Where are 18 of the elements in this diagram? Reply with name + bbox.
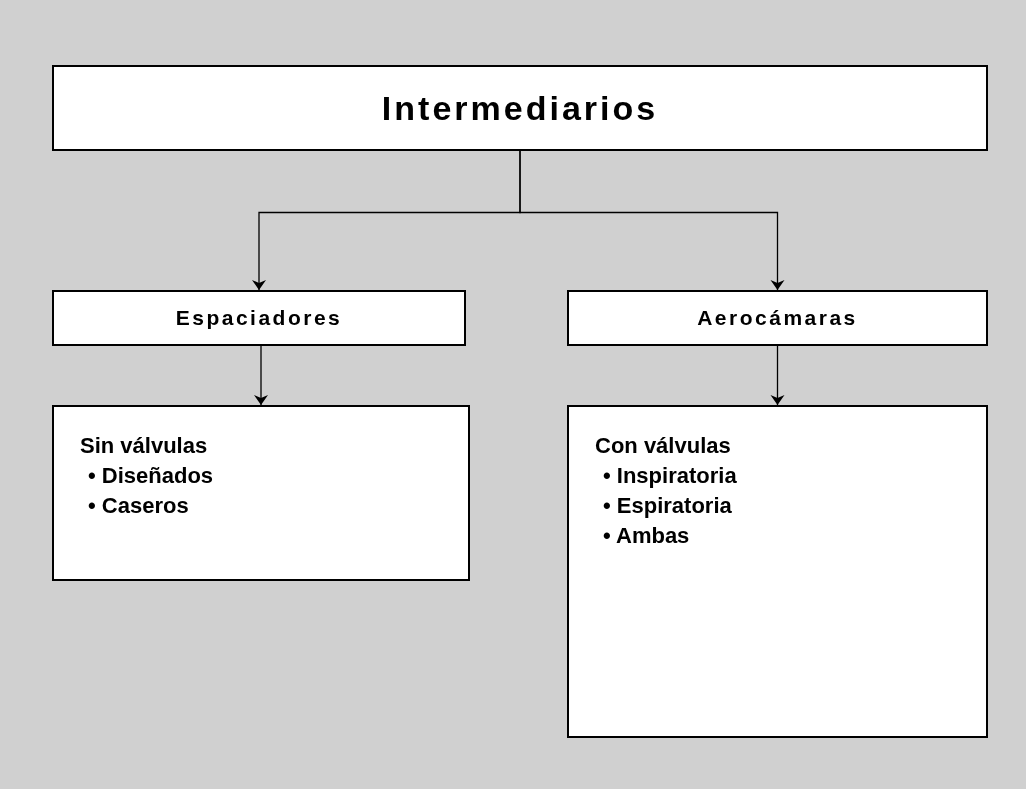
- heading-box: [52, 65, 988, 151]
- category-box: [567, 405, 988, 738]
- heading-box: [52, 290, 466, 346]
- list-item: • Diseñados: [87, 462, 214, 490]
- list-heading: Con válvulas: [595, 432, 731, 460]
- heading-box: [567, 290, 988, 346]
- list-item: • Espiratoria: [602, 492, 732, 520]
- arrow: [254, 345, 268, 406]
- heading-text: Aerocámaras: [697, 306, 858, 330]
- list-item: • Caseros: [87, 492, 189, 520]
- list-heading: Sin válvulas: [80, 432, 208, 460]
- list-item: • Inspiratoria: [602, 462, 737, 490]
- arrow: [770, 345, 785, 406]
- category-box: [52, 405, 470, 581]
- heading-text: Intermediarios: [381, 88, 659, 128]
- heading-text: Espaciadores: [175, 306, 343, 330]
- list-item: • Ambas: [602, 522, 690, 550]
- arrow: [519, 150, 785, 291]
